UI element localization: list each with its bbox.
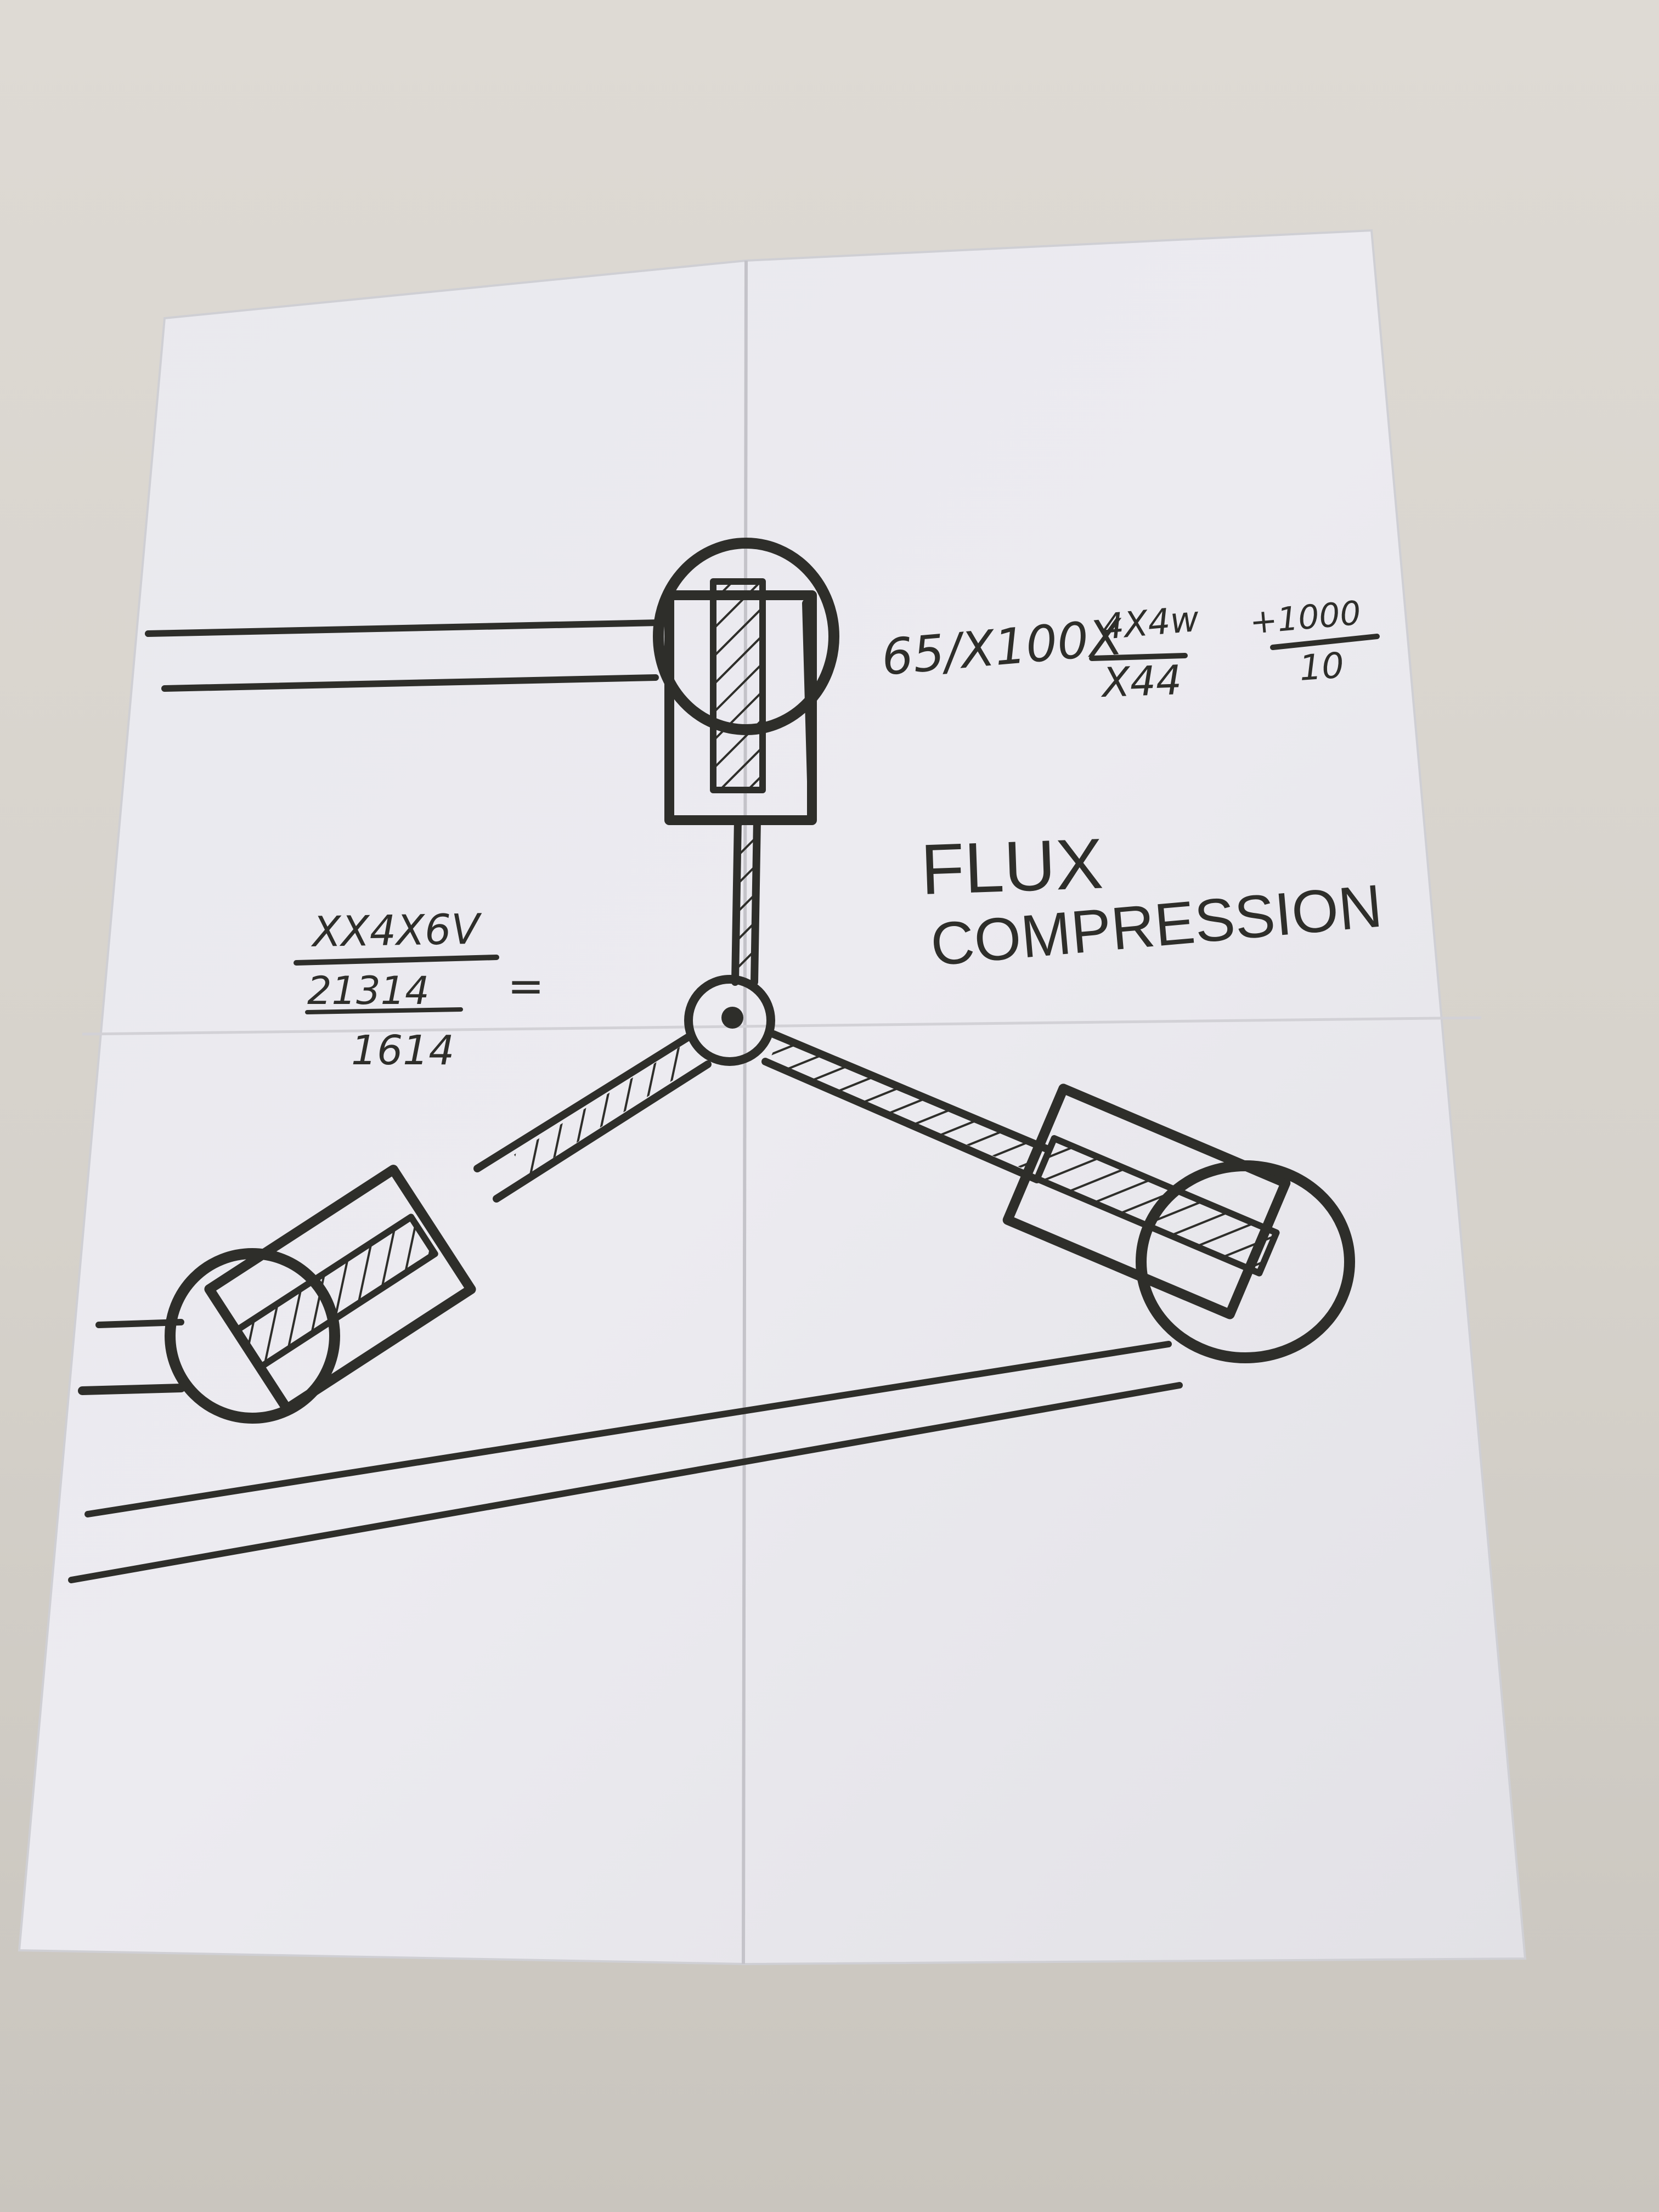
right-arm — [761, 1030, 1355, 1363]
bottom-wire — [84, 1341, 1172, 1517]
fraction-bar — [294, 955, 499, 966]
left-arm — [165, 1033, 712, 1424]
formula-plus-bottom: 10 — [1298, 645, 1345, 689]
fraction-bar — [1089, 653, 1188, 661]
bottom-wire — [68, 1382, 1183, 1583]
left-formula-line2: 21314 — [307, 968, 430, 1013]
formula-fraction-bottom: X44 — [1099, 657, 1183, 707]
flux-capacitor-drawing — [68, 538, 1380, 1583]
fraction-bar — [1270, 634, 1380, 650]
left-formula-line1: XX4X6V — [310, 905, 483, 956]
paper-sheet — [18, 229, 1527, 1966]
formula-fraction-top: 4X4w — [1100, 599, 1201, 648]
center-hub — [684, 975, 775, 1066]
top-wire — [161, 674, 659, 692]
handwritten-notes: FLUX COMPRESSION 65/X100X 4X4w X44 +1000… — [307, 594, 1385, 1074]
left-formula-equals: = — [507, 961, 544, 1012]
fraction-bar — [305, 1007, 463, 1014]
flux-title: FLUX — [919, 823, 1104, 910]
horizontal-fold — [82, 1016, 1482, 1036]
top-arm — [653, 538, 839, 986]
top-wire — [145, 619, 662, 637]
left-formula-line3: 1614 — [351, 1027, 454, 1074]
left-wire — [78, 1384, 185, 1395]
